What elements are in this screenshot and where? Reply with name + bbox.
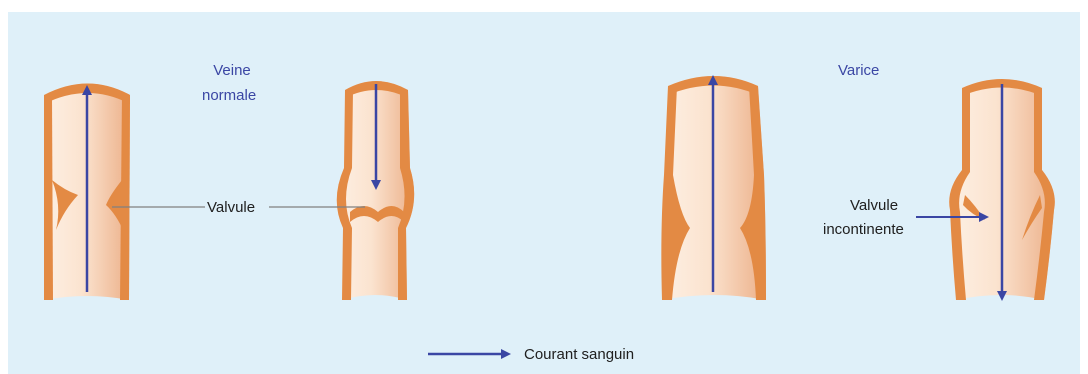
vein-varice-upward (661, 76, 766, 300)
incompetent-valve-label-line1: Valvule (836, 196, 912, 215)
normal-vein-title-line1: Veine (208, 61, 256, 80)
varice-title: Varice (838, 61, 879, 80)
vein-normal-open (44, 84, 130, 301)
legend-label: Courant sanguin (524, 345, 634, 364)
vein-normal-closed (337, 81, 414, 300)
vein-varice-incompetent (949, 79, 1055, 300)
incompetent-valve-label-line2: incontinente (823, 220, 904, 239)
normal-vein-title: Veine (208, 61, 256, 80)
background-panel (8, 12, 1080, 374)
normal-vein-title-line2: normale (202, 86, 256, 105)
valve-label: Valvule (207, 198, 255, 217)
